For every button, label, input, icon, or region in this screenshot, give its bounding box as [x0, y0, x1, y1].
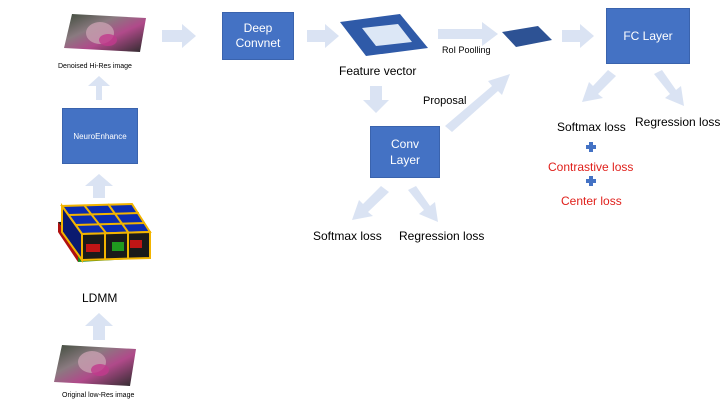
- original-image-icon: [54, 345, 136, 386]
- fc-layer-box: FC Layer: [606, 8, 690, 64]
- arrow-to-neuroenhance: [85, 174, 113, 198]
- deep-convnet-box: Deep Convnet: [222, 12, 294, 60]
- ldmm-grid-icon: [58, 202, 152, 264]
- fc-layer-label: FC Layer: [623, 29, 673, 43]
- conv-layer-label: Conv Layer: [389, 137, 421, 167]
- conv-layer-box: Conv Layer: [370, 126, 440, 178]
- roi-pooling-label: RoI Poolling: [442, 45, 491, 55]
- denoised-image-label: Denoised Hi-Res image: [58, 63, 132, 70]
- arrow-to-convnet: [162, 24, 196, 48]
- arrow-fc-regression: [654, 70, 684, 106]
- deep-convnet-label: Deep Convnet: [235, 21, 281, 50]
- roi-patch-icon: [502, 26, 552, 47]
- fc-softmax-loss-label: Softmax loss: [557, 120, 626, 134]
- arrow-fc-softmax: [582, 70, 616, 102]
- feature-vector-label: Feature vector: [339, 64, 417, 78]
- flow-arrows: [85, 22, 684, 340]
- plus-icon: [586, 142, 596, 152]
- fc-regression-loss-label: Regression loss: [635, 115, 720, 129]
- denoised-image-icon: [64, 14, 146, 52]
- neuroenhance-box: NeuroEnhance: [62, 108, 138, 164]
- plus-icon: [586, 176, 596, 186]
- arrow-conv-regression: [408, 186, 438, 222]
- plus-signs: [586, 142, 596, 186]
- center-loss-label: Center loss: [561, 194, 622, 208]
- neuroenhance-label: NeuroEnhance: [73, 131, 127, 141]
- conv-regression-loss-label: Regression loss: [399, 229, 485, 243]
- arrow-to-fc: [562, 24, 594, 48]
- arrow-to-feature: [307, 24, 339, 48]
- feature-map-icon: [340, 14, 428, 56]
- arrow-conv-softmax: [352, 186, 389, 220]
- arrow-proposal: [445, 74, 510, 132]
- conv-softmax-loss-label: Softmax loss: [313, 229, 382, 243]
- contrastive-loss-label: Contrastive loss: [548, 160, 634, 174]
- arrow-to-denoised: [88, 76, 110, 100]
- proposal-label: Proposal: [423, 95, 467, 107]
- arrow-to-conv-layer: [363, 86, 389, 113]
- original-image-label: Original low-Res image: [62, 392, 135, 399]
- arrow-to-ldmm: [85, 313, 113, 340]
- ldmm-label: LDMM: [82, 291, 118, 305]
- arrow-to-roi: [438, 22, 498, 46]
